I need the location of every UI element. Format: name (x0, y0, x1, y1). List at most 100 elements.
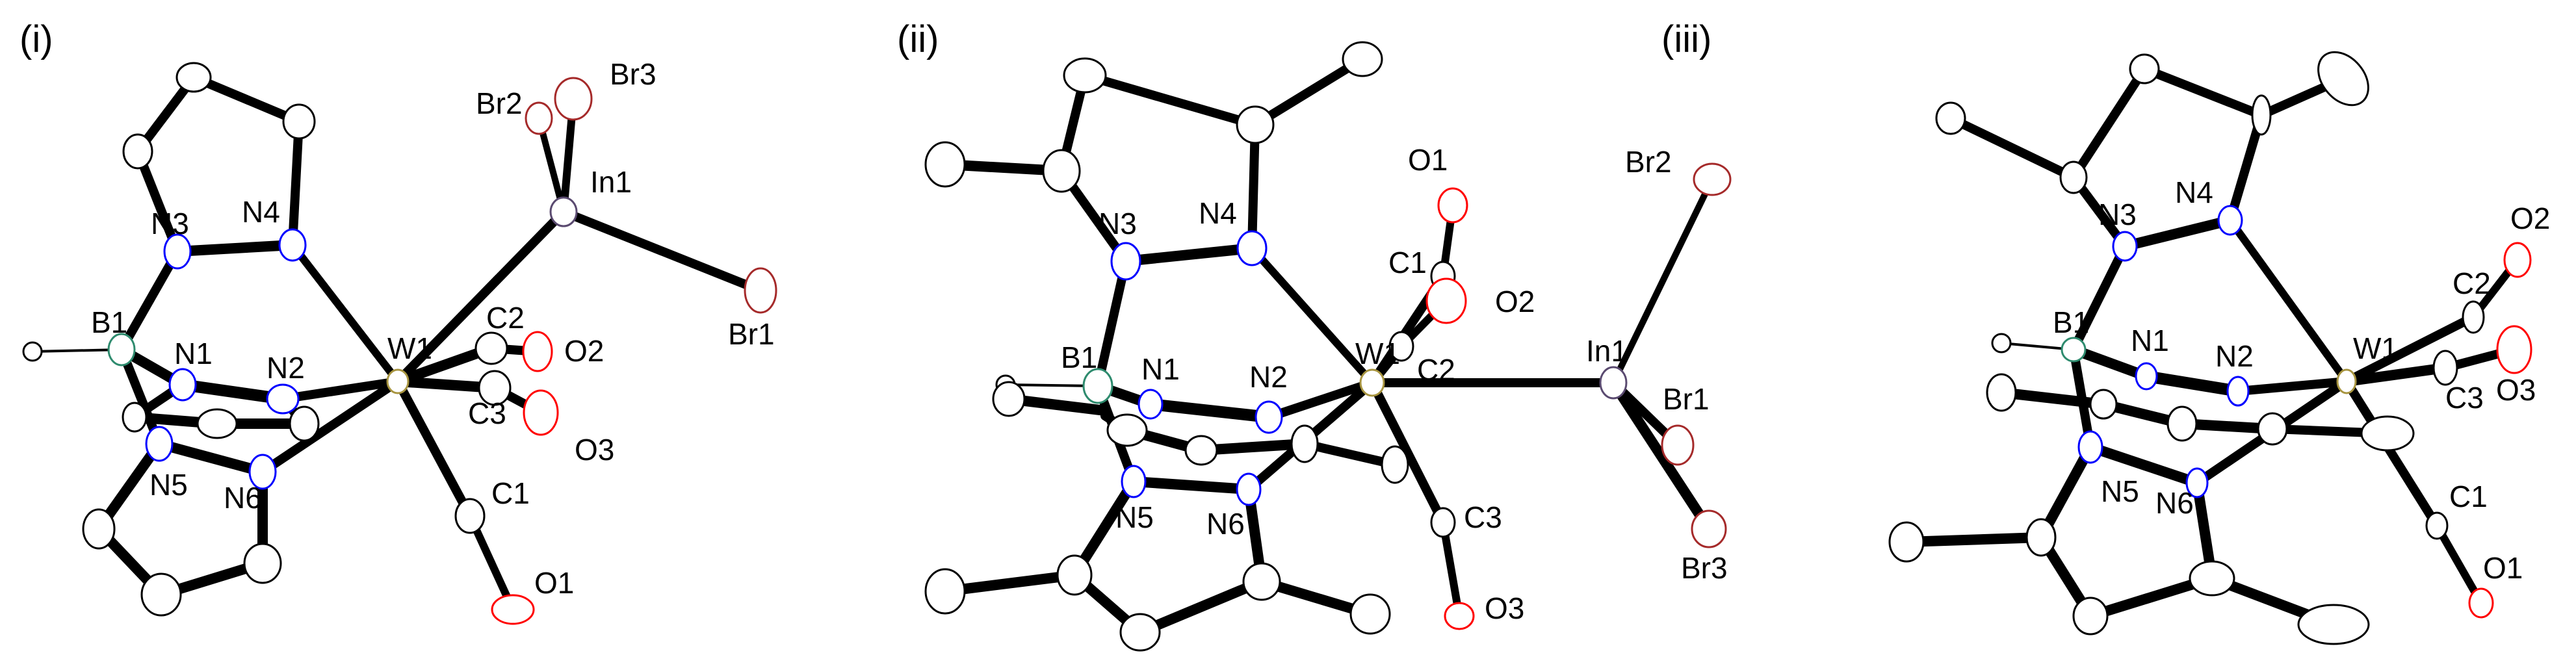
carbon-atom-c3 (2432, 350, 2458, 386)
nitrogen-atom-n2 (1255, 400, 1283, 434)
label-c1: C1 (2449, 480, 2488, 513)
methyl-carbon (924, 141, 966, 188)
label-n6: N6 (224, 481, 262, 515)
boron-atom (107, 333, 136, 366)
nitrogen-atom-n6 (1236, 472, 1262, 506)
carbon-atom-c3 (478, 370, 512, 406)
atom-labels: N3 N4 B1 N1 N2 N5 N6 W1 C2 O2 C3 O3 C1 O… (91, 57, 775, 600)
label-w1: W1 (1355, 337, 1400, 370)
methyl-carbon (1381, 445, 1409, 484)
label-br3: Br3 (1681, 551, 1728, 585)
nitrogen-atom-n4 (2217, 205, 2243, 236)
label-o1: O1 (534, 566, 574, 600)
carbon-atom (2251, 94, 2272, 136)
panel-iii: (iii) (1661, 18, 2550, 645)
carbon-atom (1056, 554, 1093, 596)
label-o2: O2 (2510, 201, 2550, 235)
panel-label-iii: (iii) (1661, 18, 1711, 60)
carbon-atom (140, 572, 182, 617)
label-o2: O2 (564, 334, 604, 368)
label-n4: N4 (2175, 175, 2213, 209)
label-o3: O3 (2496, 373, 2536, 407)
nitrogen-atom-n4 (278, 228, 307, 262)
atoms (924, 41, 1732, 652)
carbon-atom (1184, 435, 1218, 466)
label-b1: B1 (91, 305, 127, 339)
carbon-atom (2025, 518, 2057, 557)
label-in1: In1 (1586, 334, 1628, 368)
methyl-carbon (1986, 373, 2017, 412)
carbon-atom (176, 62, 212, 93)
bromine-atom-br1 (1661, 424, 1695, 466)
label-n5: N5 (150, 468, 188, 502)
methyl-carbon (1888, 521, 1925, 563)
label-n3: N3 (151, 207, 189, 240)
carbon-atom (1106, 413, 1148, 447)
boron-atom (1082, 368, 1113, 404)
carbon-atom (282, 103, 316, 140)
oxygen-atom-o2 (522, 331, 553, 372)
carbon-atom-c3 (1430, 507, 1456, 538)
methyl-carbon (992, 381, 1026, 417)
nitrogen-atom-n4 (1236, 230, 1268, 266)
panel-label-ii: (ii) (897, 18, 939, 60)
label-br2: Br2 (1625, 145, 1672, 179)
label-o1: O1 (1408, 143, 1448, 177)
tungsten-atom (386, 368, 410, 394)
nitrogen-atom-n5 (2077, 430, 2103, 464)
methyl-carbon (2297, 604, 2370, 645)
oxygen-atom-o3 (1444, 602, 1475, 630)
atoms (22, 62, 777, 625)
carbon-atom (1119, 613, 1161, 652)
atoms (1888, 51, 2532, 645)
label-o3: O3 (1485, 591, 1524, 625)
nitrogen-atom-n3 (2112, 231, 2138, 262)
label-in1: In1 (590, 165, 632, 199)
carbon-atom (2257, 412, 2288, 446)
nitrogen-atom-n3 (1110, 242, 1141, 281)
label-n1: N1 (174, 337, 213, 370)
label-n2: N2 (2215, 339, 2254, 373)
label-n6: N6 (2155, 486, 2194, 520)
label-br1: Br1 (1663, 382, 1710, 416)
hydrogen-atom (1991, 333, 2012, 353)
carbon-atom-c2 (475, 331, 508, 365)
bromine-atom-br2 (1693, 162, 1732, 196)
label-c2: C2 (2452, 266, 2491, 300)
label-n1: N1 (1141, 352, 1180, 386)
label-n4: N4 (1199, 196, 1237, 230)
label-o1: O1 (2483, 551, 2523, 585)
hydrogen-atom (22, 341, 43, 362)
indium-atom (549, 196, 578, 227)
panel-label-i: (i) (20, 18, 53, 60)
label-n4: N4 (242, 195, 280, 229)
label-c1: C1 (1388, 246, 1427, 279)
nitrogen-atom-n2 (2226, 376, 2250, 407)
label-c1: C1 (491, 476, 530, 510)
methyl-carbon (2360, 415, 2415, 452)
tungsten-atom (2336, 368, 2357, 394)
label-n6: N6 (1206, 507, 1245, 541)
carbon-atom (243, 543, 282, 584)
label-br2: Br2 (476, 86, 523, 120)
boron-atom (2061, 337, 2087, 363)
nitrogen-atom-n6 (2185, 467, 2209, 498)
oxygen-atom-o3 (523, 389, 559, 436)
nitrogen-atom-n1 (1138, 389, 1164, 420)
carbon-atom (1042, 149, 1081, 193)
label-o2: O2 (1495, 285, 1535, 318)
tungsten-atom (1359, 368, 1385, 397)
label-c2: C2 (486, 301, 525, 335)
methyl-carbon (1935, 101, 1966, 135)
carbon-atom (2129, 53, 2160, 84)
bonds (940, 55, 1715, 637)
label-n3: N3 (2098, 198, 2137, 231)
nitrogen-atom-n1 (168, 368, 197, 402)
label-n1: N1 (2131, 324, 2169, 357)
carbon-atom (1290, 424, 1319, 463)
oxygen-atom-o2 (2503, 242, 2532, 278)
label-n2: N2 (267, 351, 305, 385)
label-br3: Br3 (610, 57, 657, 91)
nitrogen-atom-n3 (163, 233, 192, 270)
label-b1: B1 (2053, 305, 2089, 339)
